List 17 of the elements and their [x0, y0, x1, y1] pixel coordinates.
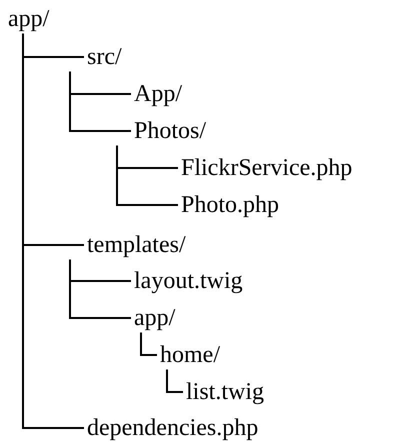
tree-connector	[69, 72, 131, 132]
file-name: App/	[134, 80, 182, 109]
tree-connector	[22, 34, 84, 429]
file-name: dependencies.php	[87, 414, 258, 442]
file-name: Photo.php	[181, 191, 280, 220]
tree-connector	[116, 146, 178, 206]
file-name: src/	[87, 43, 122, 72]
tree-connector	[140, 332, 157, 356]
file-name: layout.twig	[134, 267, 243, 296]
file-name: templates/	[87, 231, 186, 260]
file-name: list.twig	[186, 378, 264, 407]
file-name: FlickrService.php	[181, 154, 352, 183]
file-name: app/	[8, 5, 50, 34]
file-name: app/	[134, 304, 176, 333]
file-name: Photos/	[134, 117, 206, 146]
file-name: home/	[160, 341, 220, 370]
tree-connector	[166, 370, 183, 393]
